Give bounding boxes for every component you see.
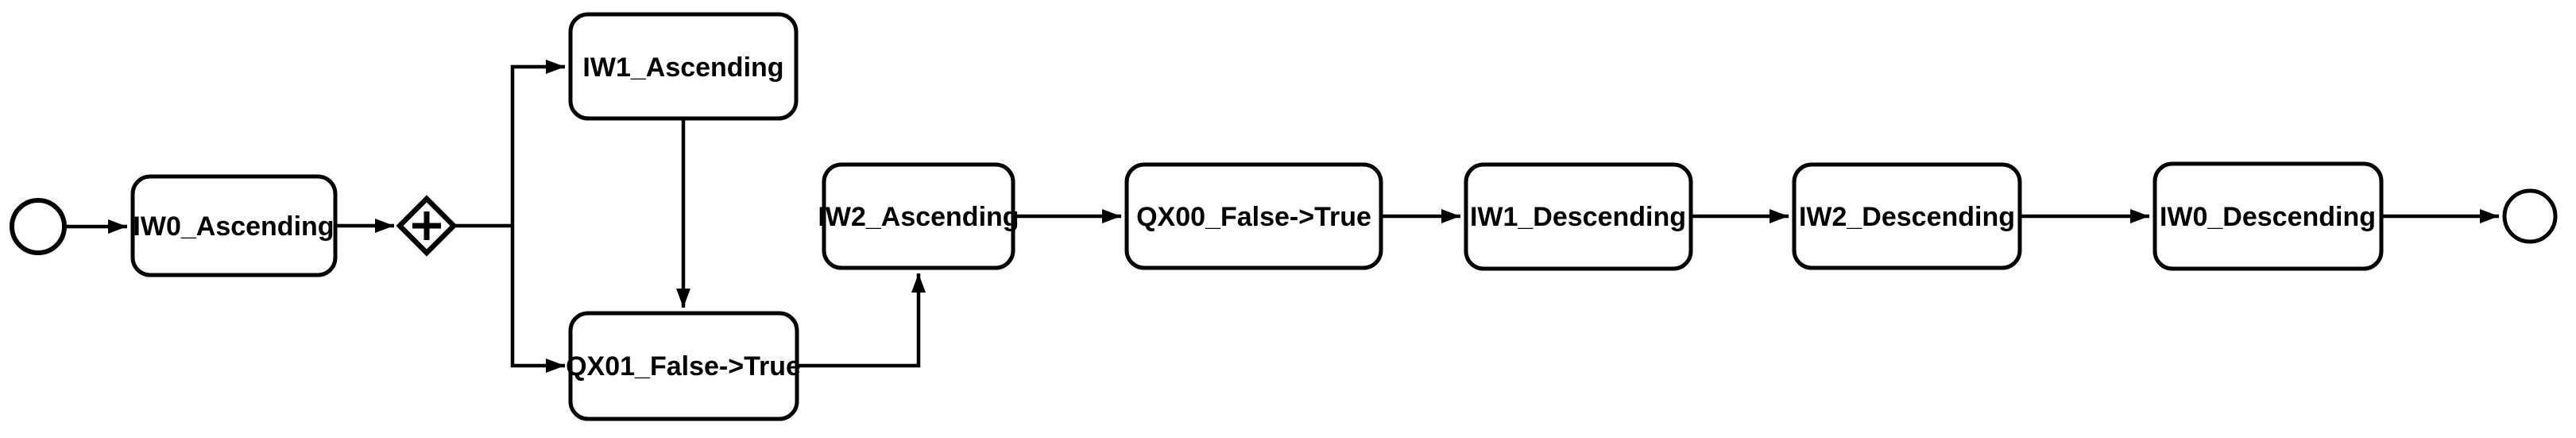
task-iw1-ascending-box (568, 12, 799, 121)
task-iw2-descending-box (1792, 162, 2022, 270)
edge-qx01-to-iw2-ascending (797, 273, 926, 368)
task-qx00-false-to-true-label: QX00_False->True (1136, 202, 1371, 232)
end-event-circle (2502, 188, 2558, 244)
parallel-gateway (396, 195, 458, 257)
task-iw1-ascending: IW1_Ascending (568, 12, 799, 121)
task-qx00-false-to-true: QX00_False->True (1124, 162, 1383, 270)
task-iw1-descending: IW1_Descending (1464, 162, 1693, 271)
task-iw2-ascending-box (822, 162, 1015, 270)
task-iw2-ascending: IW2_Ascending (818, 162, 1019, 270)
task-iw2-descending-label: IW2_Descending (1799, 202, 2015, 232)
edge-gateway-to-iw1-ascending (510, 60, 565, 226)
task-iw1-ascending-label: IW1_Ascending (582, 52, 783, 83)
parallel-gateway-plus-icon (412, 211, 441, 240)
task-qx01-false-to-true-box (568, 311, 799, 421)
start-event-circle (10, 198, 67, 255)
task-qx01-false-to-true: QX01_False->True (566, 311, 801, 421)
task-qx01-false-to-true-label: QX01_False->True (566, 351, 801, 382)
task-iw0-ascending: IW0_Ascending (130, 174, 338, 277)
task-iw1-descending-box (1464, 162, 1693, 271)
edge-gateway-to-qx01 (510, 226, 565, 373)
task-qx00-false-to-true-box (1124, 162, 1383, 270)
task-iw1-descending-label: IW1_Descending (1470, 202, 1686, 232)
task-iw2-ascending-label: IW2_Ascending (818, 202, 1019, 232)
task-iw0-ascending-label: IW0_Ascending (133, 211, 334, 242)
task-iw0-ascending-box (130, 174, 338, 277)
task-iw0-descending: IW0_Descending (2152, 161, 2384, 271)
task-iw2-descending: IW2_Descending (1792, 162, 2022, 270)
task-iw0-descending-box (2152, 161, 2384, 271)
task-iw0-descending-label: IW0_Descending (2160, 202, 2376, 232)
